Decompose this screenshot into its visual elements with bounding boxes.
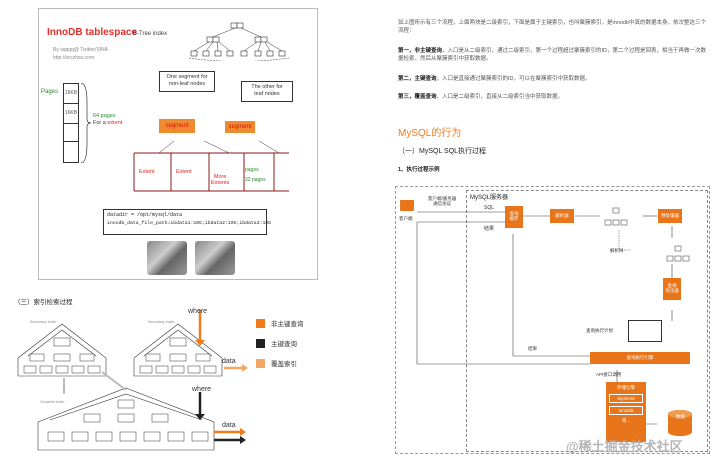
- pages-column: 16KB 16KB: [63, 83, 79, 163]
- storage-label: 存储引擎: [617, 385, 635, 390]
- extent-more: More Extents: [211, 174, 230, 186]
- legend-label: 覆盖索引: [271, 361, 297, 368]
- innodb-box: InnoDB: [609, 406, 643, 415]
- extent-1: Extent: [139, 169, 155, 175]
- example-title: 1、执行过程示例: [398, 167, 440, 173]
- watermark: @稀土掘金技术社区: [566, 439, 683, 454]
- protocol-label: 客户端/服务器 通信协议: [428, 196, 457, 207]
- btree-label: B-Tree index: [133, 31, 168, 37]
- disk-image-1: [147, 241, 187, 275]
- data-label-2: data: [222, 422, 236, 429]
- legend-swatch: [256, 338, 265, 348]
- author-url: http://orczhou.com: [53, 55, 95, 61]
- legend: 非主键查询 主键查询 覆盖索引: [256, 318, 304, 368]
- paragraph-3-text: ，入口是二级索引，直接从二级索引当中获取数据。: [436, 94, 564, 100]
- node-mid-label: Secondary Index: [148, 320, 175, 324]
- legend-item-covering: 覆盖索引: [256, 358, 304, 368]
- legend-swatch: [256, 358, 265, 368]
- preprocessor-box[interactable]: 预处理器: [658, 209, 682, 223]
- extent-note-for: For a: [93, 120, 106, 127]
- extent-note-extent: extent: [107, 120, 123, 127]
- execution-flow-diagram: [416, 207, 692, 436]
- execution-engine-box[interactable]: 查询执行引擎: [590, 352, 690, 364]
- client-label: 客户端: [399, 216, 413, 221]
- legend-label: 非主键查询: [271, 321, 304, 328]
- legend-item-pk: 主键查询: [256, 338, 304, 348]
- data-cylinder-label: 数据: [676, 414, 685, 419]
- legend-swatch: [256, 318, 265, 328]
- innodb-tablespace-figure: InnoDB tablespace By sqqqq@ Twitter/SINA…: [38, 8, 318, 280]
- extent-2: Extent: [176, 169, 192, 175]
- pages-32: 32 pages: [245, 177, 266, 183]
- segment-box-2: segment: [225, 121, 255, 133]
- mysql-server-box: [466, 190, 708, 452]
- node-left-label: Secondary Index: [30, 320, 57, 324]
- disk-image-2: [195, 241, 235, 275]
- subsection-title: （一）MySQL SQL执行过程: [398, 148, 487, 155]
- parser-box[interactable]: 解析器: [550, 209, 574, 223]
- page-size-1: 16KB: [64, 84, 78, 104]
- myisam-box: MyISAM: [609, 394, 643, 403]
- paragraph-3: 第三，覆盖查询，入口是二级索引，直接从二级索引当中获取数据。: [398, 94, 708, 102]
- plan-label: 查询执行计划: [586, 328, 613, 333]
- extent-note-pages: 64 pages: [93, 113, 116, 119]
- paragraph-1-text: ，入口是从二级索引，通过二级索引，第一个过程超过聚簇索引的ID，第二个过程是回表…: [398, 48, 707, 62]
- result-label-1: 结果: [484, 226, 495, 232]
- result-label-2: 结果: [528, 346, 537, 351]
- query-cache-box[interactable]: 查询 缓存: [505, 206, 523, 228]
- paragraph-2-text: ，入口是直接通过聚簇索引的ID，可以在聚簇索引中获取数据。: [436, 76, 591, 82]
- optimizer-box[interactable]: 查询 优化器: [663, 278, 681, 300]
- storage-engine-box: 存储引擎 MyISAM InnoDB 等...: [606, 382, 646, 442]
- pages-label: Pages: [41, 89, 59, 95]
- extent-brace: [80, 83, 92, 163]
- server-label: MySQL服务器: [470, 195, 509, 201]
- paragraph-2-label: 第二，主键查询: [398, 76, 437, 82]
- extent-note: 64 pages For a extent: [93, 113, 122, 127]
- config-datadir: datadir = /opt/mysql/data: [107, 212, 183, 218]
- intro-paragraph: 如上图所示有三个流程，上面两块是二级索引，下面是属于主键索引，也叫聚簇索引，是i…: [398, 20, 707, 34]
- node-bottom-label: Clustered Index: [40, 400, 65, 404]
- btree-diagram: [189, 22, 289, 61]
- legend-label: 主键查询: [271, 341, 297, 348]
- where-label-1: where: [188, 308, 208, 315]
- sql-label: SQL: [484, 205, 495, 211]
- data-label-1: data: [222, 358, 236, 365]
- parse-tree-label: 解析树: [610, 248, 624, 253]
- page-cell: [64, 124, 78, 142]
- section-heading: （三）索引检索过程: [14, 299, 73, 306]
- mysql-execution-figure: [395, 186, 710, 454]
- paragraph-3-label: 第三，覆盖查询: [398, 94, 437, 100]
- pages-right: pages: [245, 167, 259, 173]
- paragraph-1: 第一，非主键查询，入口是从二级索引，通过二级索引，第一个过程超过聚簇索引的ID，…: [398, 48, 708, 64]
- index-search-diagram: [17, 310, 248, 451]
- callout-non-leaf: One segment for non-leaf nodes: [159, 71, 215, 92]
- config-box: datadir = /opt/mysql/data innodb_data_fi…: [103, 209, 272, 235]
- section-title: MySQL的行为: [398, 128, 462, 139]
- extents-structure: [133, 141, 289, 192]
- config-datafile: innodb_data_file_path=ibdata1:10G;ibdata…: [107, 221, 272, 227]
- client-icon: [400, 200, 414, 211]
- where-label-2: where: [192, 386, 212, 393]
- segment-box-1: segment: [159, 119, 195, 133]
- author-line: By sqqqq@ Twitter/SINA: [53, 47, 109, 53]
- legend-item-non-pk: 非主键查询: [256, 318, 304, 328]
- paragraph-2: 第二，主键查询，入口是直接通过聚簇索引的ID，可以在聚簇索引中获取数据。: [398, 76, 708, 84]
- etc-label: 等...: [621, 418, 631, 423]
- plan-box: [628, 320, 662, 342]
- page-size-2: 16KB: [64, 104, 78, 124]
- figure-title: InnoDB tablespace: [47, 27, 138, 38]
- callout-leaf: The other for leaf nodes: [241, 81, 293, 102]
- api-label: API接口调用: [596, 372, 622, 377]
- paragraph-1-label: 第一，非主键查询: [398, 48, 443, 54]
